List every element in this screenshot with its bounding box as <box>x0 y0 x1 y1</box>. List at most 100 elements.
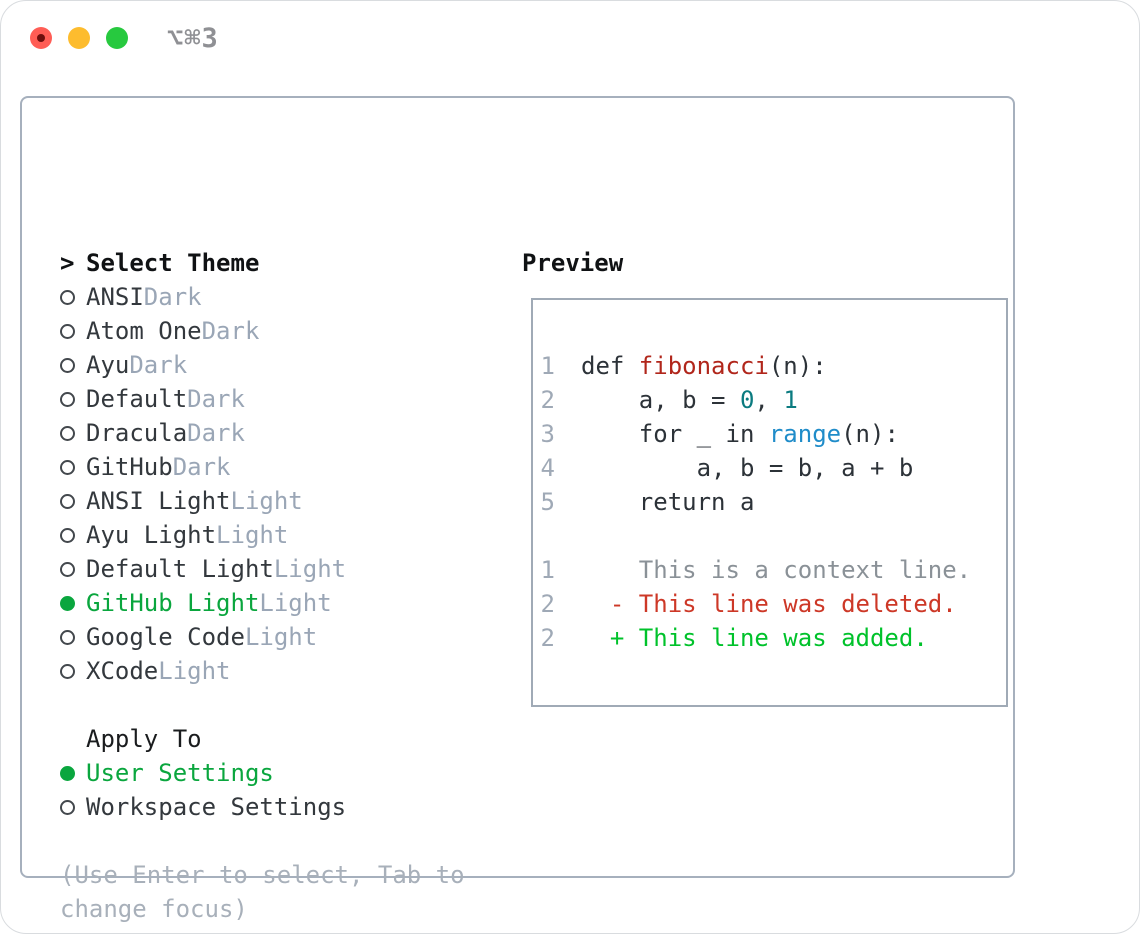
theme-item-ayu[interactable]: Ayu Dark <box>60 348 465 382</box>
code-text: def fibonacci(n): <box>581 352 827 380</box>
spacer <box>60 688 465 722</box>
code-text: for _ in range(n): <box>581 420 899 448</box>
close-button[interactable] <box>30 27 52 49</box>
theme-item-label: Default <box>86 385 188 413</box>
theme-item-ansi[interactable]: ANSI Dark <box>60 280 465 314</box>
code-line: 2 a, b = 0, 1 <box>539 383 971 417</box>
theme-item-dracula[interactable]: Dracula Dark <box>60 416 465 450</box>
apply-option-workspace-settings[interactable]: Workspace Settings <box>60 790 465 824</box>
theme-variant-label: Light <box>259 589 332 617</box>
radio-selected-icon <box>60 595 75 611</box>
select-theme-title: Select Theme <box>86 249 260 277</box>
radio-unselected-icon <box>60 799 75 815</box>
line-number: 4 <box>540 454 555 482</box>
theme-variant-label: Dark <box>172 453 231 481</box>
code-line: 4 a, b = b, a + b <box>539 451 971 485</box>
theme-item-label: GitHub Light <box>86 589 260 617</box>
theme-variant-label: Light <box>230 487 303 515</box>
apply-option-label: User Settings <box>86 759 274 787</box>
theme-item-default-light[interactable]: Default Light Light <box>60 552 465 586</box>
code-line <box>539 519 971 553</box>
code-line: 1 This is a context line. <box>539 553 972 587</box>
theme-item-github[interactable]: GitHub Dark <box>60 450 465 484</box>
theme-variant-label: Dark <box>143 283 202 311</box>
theme-item-label: GitHub <box>86 453 173 481</box>
minimize-button[interactable] <box>68 27 90 49</box>
code-text: a, b = 0, 1 <box>581 386 798 414</box>
theme-item-label: Default Light <box>86 555 274 583</box>
code-text: This is a context line. <box>581 556 972 584</box>
theme-variant-label: Light <box>273 555 347 583</box>
theme-item-default[interactable]: Default Dark <box>60 382 465 416</box>
line-number: 1 <box>540 352 555 380</box>
theme-item-ayu-light[interactable]: Ayu Light Light <box>60 518 465 552</box>
radio-unselected-icon <box>60 663 75 679</box>
radio-unselected-icon <box>60 493 75 509</box>
theme-item-label: Ayu <box>86 351 130 379</box>
theme-item-label: Dracula <box>86 419 188 447</box>
line-number: 1 <box>540 556 555 584</box>
theme-variant-label: Dark <box>187 419 245 447</box>
theme-item-label: ANSI Light <box>86 487 231 515</box>
selection-prompt-icon: > <box>60 249 75 277</box>
radio-unselected-icon <box>60 561 75 577</box>
code-text: return a <box>581 488 755 516</box>
radio-unselected-icon <box>60 527 75 543</box>
apply-option-user-settings[interactable]: User Settings <box>60 756 465 790</box>
line-number: 2 <box>540 590 555 618</box>
line-number: 2 <box>540 624 555 652</box>
code-line: 1 def fibonacci(n): <box>539 349 971 383</box>
radio-unselected-icon <box>60 323 75 339</box>
code-line: 2 + This line was added. <box>539 621 971 655</box>
theme-item-label: Atom One <box>86 317 202 345</box>
line-number: 2 <box>540 386 555 414</box>
code-line: 2 - This line was deleted. <box>539 587 971 621</box>
hint-text-line-2: change focus) <box>60 895 248 923</box>
preview-title: Preview <box>522 249 624 277</box>
code-text: + This line was added. <box>581 624 928 652</box>
code-line: 5 return a <box>539 485 971 519</box>
spacer <box>60 824 465 858</box>
line-number: 5 <box>540 488 555 516</box>
radio-unselected-icon <box>60 391 75 407</box>
zoom-button[interactable] <box>106 27 128 49</box>
apply-to-title: Apply To <box>86 725 202 753</box>
close-dot-icon <box>37 34 45 42</box>
line-number: 3 <box>540 420 555 448</box>
hint-text-line-1: (Use Enter to select, Tab to <box>60 861 465 889</box>
radio-selected-icon <box>60 765 75 781</box>
theme-item-github-light[interactable]: GitHub Light Light <box>60 586 465 620</box>
apply-to-header: Apply To <box>60 722 465 756</box>
radio-unselected-icon <box>60 425 75 441</box>
code-text: a, b = b, a + b <box>581 454 914 482</box>
theme-variant-label: Light <box>244 623 318 651</box>
theme-item-label: Google Code <box>86 623 245 651</box>
theme-variant-label: Light <box>216 521 289 549</box>
radio-unselected-icon <box>60 289 75 305</box>
theme-variant-label: Dark <box>201 317 260 345</box>
apply-option-label: Workspace Settings <box>86 793 347 821</box>
theme-item-google-code[interactable]: Google Code Light <box>60 620 465 654</box>
window-title: ⌥⌘3 <box>167 23 219 54</box>
theme-variant-label: Dark <box>129 351 188 379</box>
theme-item-ansi-light[interactable]: ANSI Light Light <box>60 484 465 518</box>
theme-item-label: Ayu Light <box>86 521 217 549</box>
titlebar: ⌥⌘3 <box>1 1 1139 77</box>
theme-variant-label: Light <box>158 657 231 685</box>
radio-unselected-icon <box>60 629 75 645</box>
code-line: 3 for _ in range(n): <box>539 417 971 451</box>
theme-variant-label: Dark <box>187 385 245 413</box>
theme-item-label: XCode <box>86 657 159 685</box>
select-theme-header: > Select Theme <box>60 246 465 280</box>
radio-unselected-icon <box>60 459 75 475</box>
theme-item-atom-one[interactable]: Atom One Dark <box>60 314 465 348</box>
radio-unselected-icon <box>60 357 75 373</box>
theme-item-xcode[interactable]: XCode Light <box>60 654 465 688</box>
